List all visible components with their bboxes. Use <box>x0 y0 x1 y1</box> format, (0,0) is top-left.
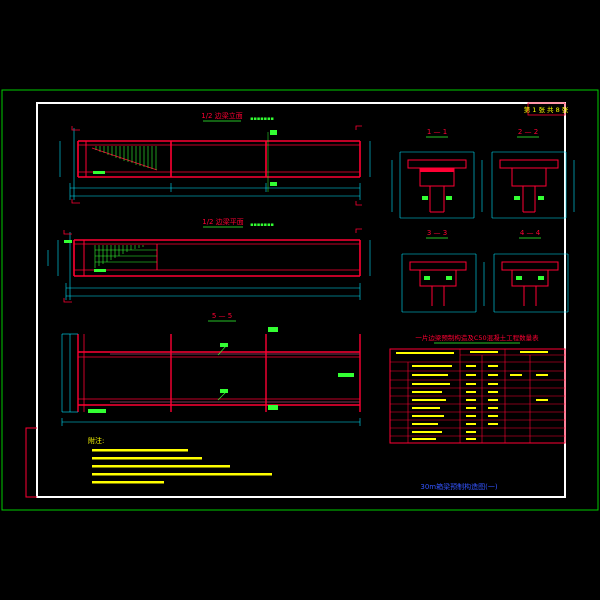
half-plan-title: 1/2 边梁平面 <box>202 217 244 226</box>
section-2-title: 2 — 2 <box>518 128 538 136</box>
section-1-1-view: 1 — 1 <box>391 128 483 219</box>
half-elevation-title: 1/2 边梁立面 <box>201 111 243 120</box>
section-1-title: 1 — 1 <box>427 128 447 136</box>
scale-note: ▪▪▪▪▪▪▪ <box>250 116 274 122</box>
section-2-2-view: 2 — 2 <box>491 128 575 219</box>
section-5-5-view: 5 — 5 <box>61 312 361 426</box>
quantity-table: 一片边梁预制构造及C50混凝土工程数量表 <box>389 333 566 444</box>
outer-frame <box>1 89 599 511</box>
drawing-title: 30m箱梁预制构造图(一) <box>420 482 497 491</box>
scale-note: ▪▪▪▪▪▪▪ <box>250 222 274 228</box>
page-tag-text: 第 1 张 共 8 张 <box>524 105 569 114</box>
sheet-border <box>36 102 566 498</box>
section-4-title: 4 — 4 <box>520 229 541 237</box>
half-elevation-view: 1/2 边梁立面 ▪▪▪▪▪▪▪ <box>59 111 371 206</box>
notes-block: 附注: <box>88 436 272 484</box>
binding-mark <box>25 427 37 498</box>
table-title: 一片边梁预制构造及C50混凝土工程数量表 <box>415 333 539 342</box>
notes-heading: 附注: <box>88 436 104 445</box>
section-3-title: 3 — 3 <box>427 229 447 237</box>
page-tag: 第 1 张 共 8 张 <box>524 102 569 116</box>
section-4-4-view: 4 — 4 <box>493 229 569 313</box>
section-5-title: 5 — 5 <box>212 312 232 320</box>
section-3-3-view: 3 — 3 <box>401 229 485 313</box>
half-plan-view: 1/2 边梁平面 ▪▪▪▪▪▪▪ <box>47 217 371 303</box>
